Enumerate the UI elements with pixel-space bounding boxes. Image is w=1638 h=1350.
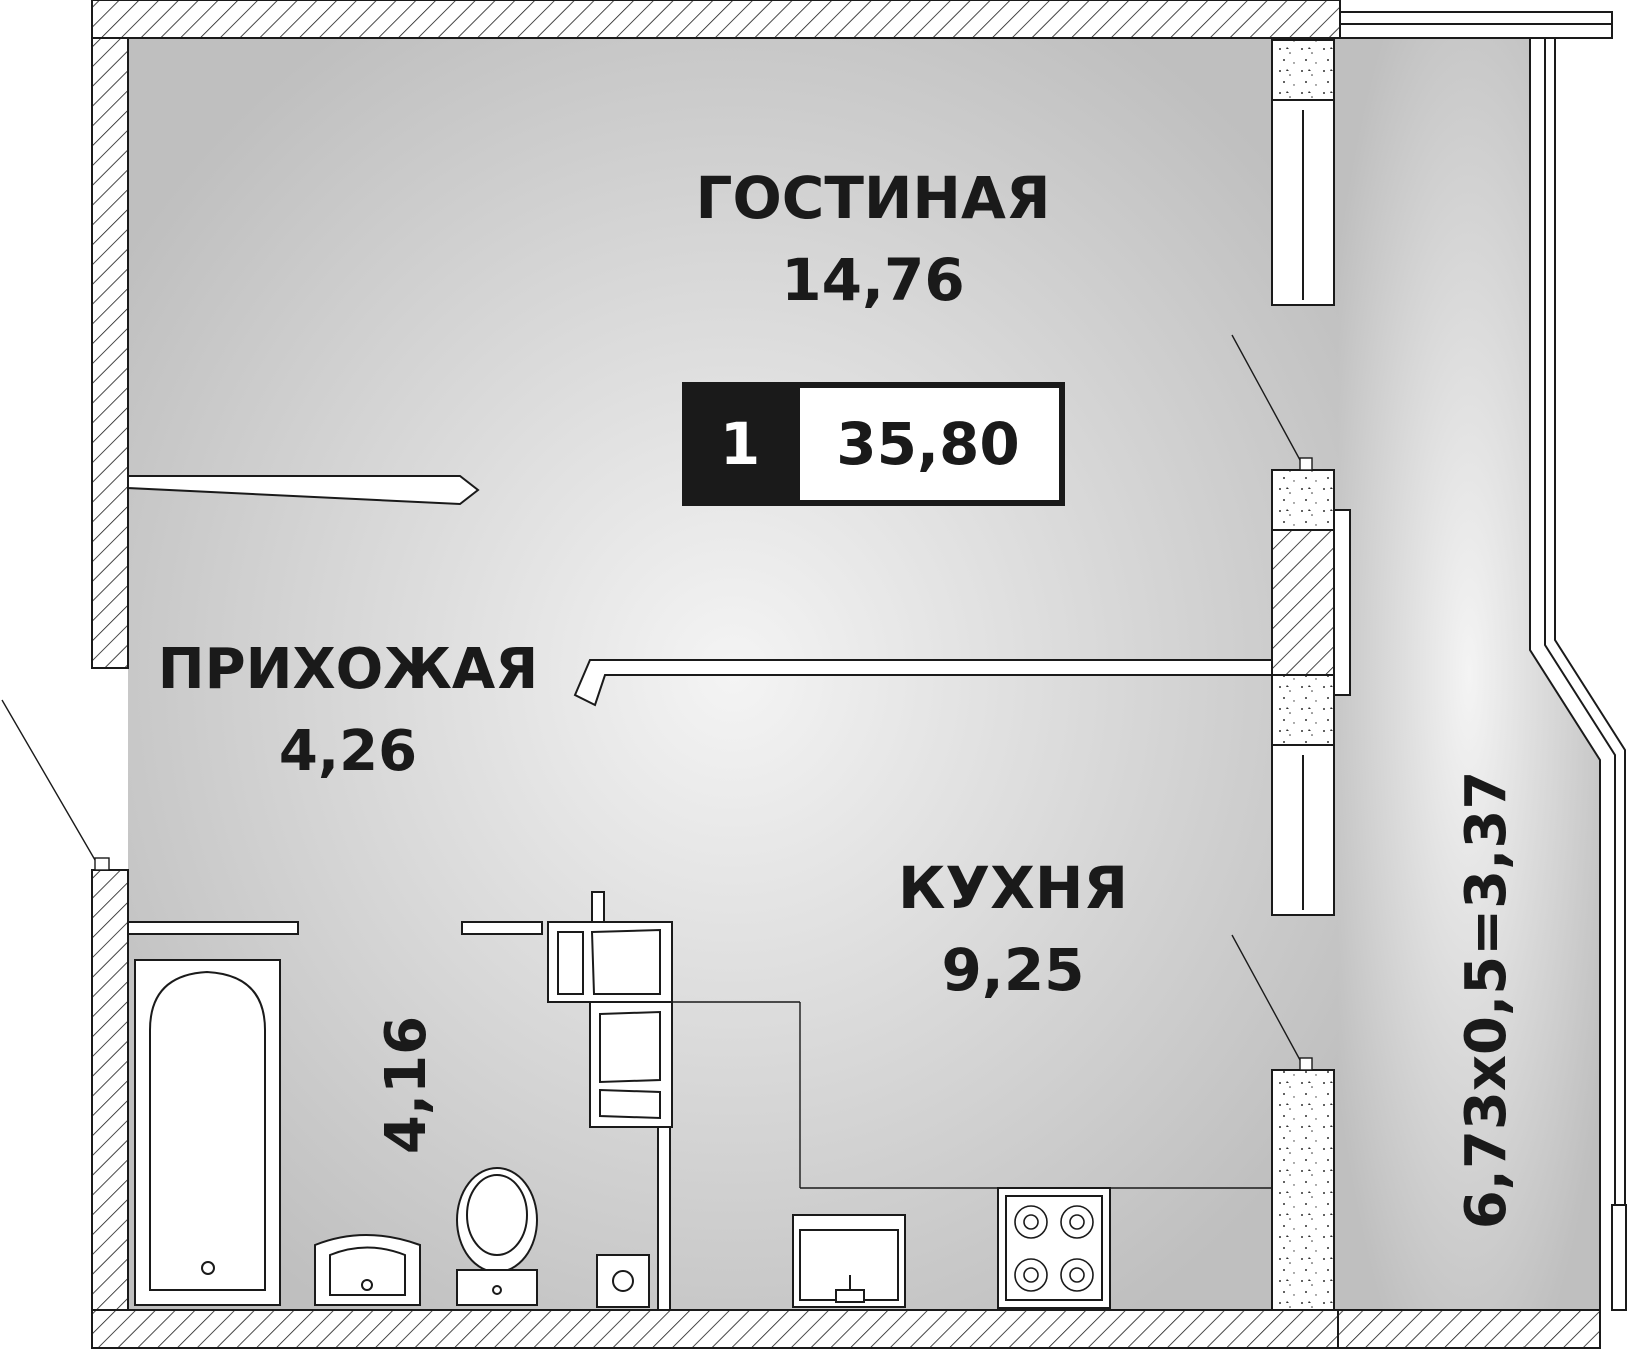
- hallway-name: ПРИХОЖАЯ: [158, 637, 539, 702]
- living-room-area: 14,76: [781, 246, 964, 314]
- loggia-area-formula: 6,73x0,5=3,37: [1454, 771, 1519, 1230]
- balcony-partition: [1271, 39, 1351, 1311]
- bathtub: [134, 959, 281, 1306]
- washing-machine: [596, 1254, 650, 1308]
- rooms-count: 1: [720, 410, 760, 478]
- kitchen-area: 9,25: [941, 936, 1084, 1004]
- kitchen-name: КУХНЯ: [898, 854, 1128, 922]
- total-area: 35,80: [836, 410, 1019, 478]
- bathroom-area: 4,16: [374, 1016, 439, 1154]
- kitchen-sink: [792, 1214, 906, 1308]
- rooms-count-box: [682, 382, 797, 506]
- living-room-name: ГОСТИНАЯ: [695, 164, 1050, 232]
- stove: [997, 1187, 1111, 1309]
- total-area-box: [794, 382, 1065, 506]
- apartment-badge: 1 35,80: [682, 382, 1065, 506]
- outer-walls: [91, 0, 1613, 1349]
- ventilation-shafts: [547, 921, 1272, 1189]
- loggia-glazing: [1529, 38, 1627, 1311]
- washbasin: [314, 1234, 421, 1306]
- toilet: [456, 1167, 538, 1306]
- hallway-area: 4,26: [279, 719, 417, 784]
- door-swings: [1, 334, 1313, 1071]
